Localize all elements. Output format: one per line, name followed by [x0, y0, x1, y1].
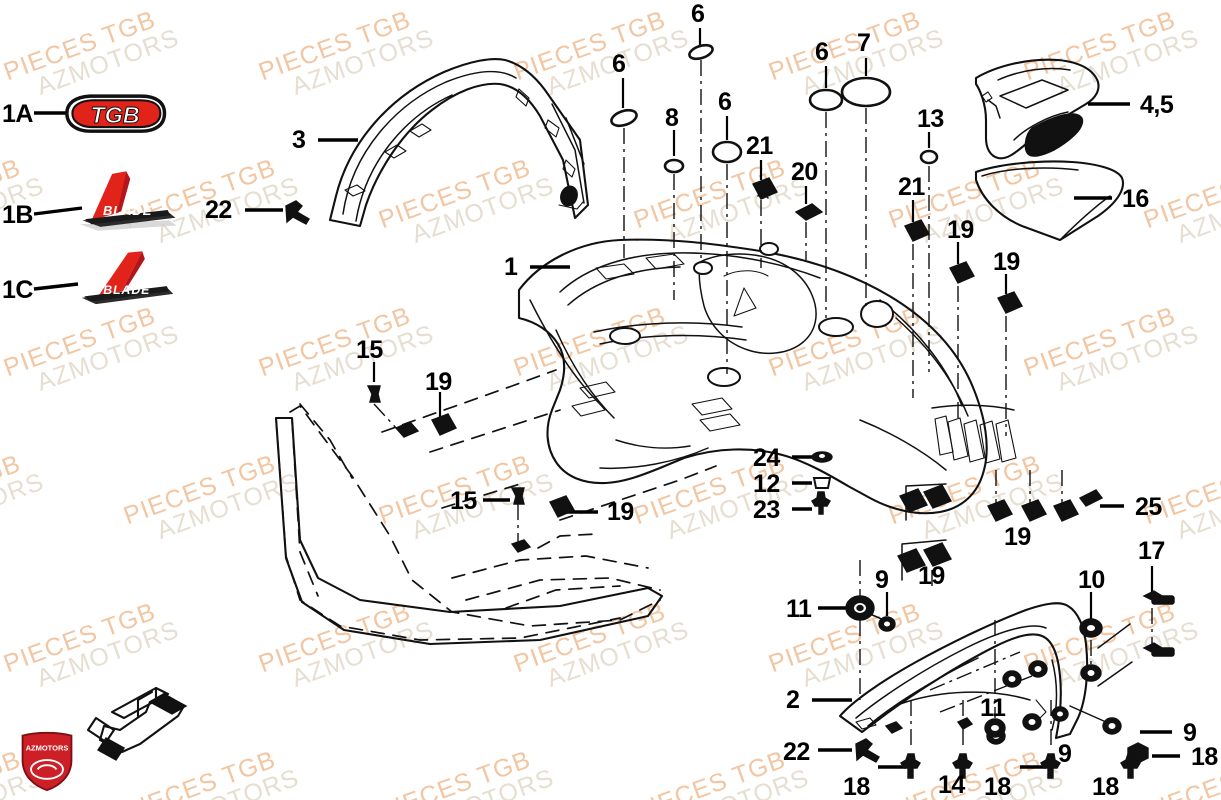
callout-2[interactable]: 2: [786, 686, 800, 714]
callout-19[interactable]: 19: [425, 368, 452, 396]
callout-18[interactable]: 18: [984, 773, 1011, 800]
part-22-screw-upper: [245, 200, 310, 225]
callout-15[interactable]: 15: [450, 487, 477, 515]
callout-11[interactable]: 11: [786, 595, 812, 623]
callout-1[interactable]: 1: [504, 253, 518, 281]
azmotors-shield-logo: AZMOTORS: [18, 730, 76, 792]
callout-8[interactable]: 8: [665, 104, 679, 132]
callout-12[interactable]: 12: [753, 470, 780, 498]
blade-decal-right-text: BLADE: [103, 283, 150, 297]
part-4-5-grille-panel: [974, 58, 1130, 160]
blade-decal-left-text: BLADE: [103, 203, 152, 218]
callout-6[interactable]: 6: [815, 38, 829, 66]
callout-17[interactable]: 17: [1138, 537, 1165, 565]
callout-6[interactable]: 6: [691, 0, 705, 28]
callout-6[interactable]: 6: [612, 50, 626, 78]
callout-14[interactable]: 14: [938, 771, 965, 799]
callout-1B[interactable]: 1B: [2, 201, 33, 229]
callout-22[interactable]: 22: [205, 196, 232, 224]
callout-19[interactable]: 19: [947, 216, 974, 244]
callout-24[interactable]: 24: [753, 444, 780, 472]
callout-9[interactable]: 9: [1183, 719, 1197, 747]
callout-18[interactable]: 18: [1191, 743, 1218, 771]
callout-16[interactable]: 16: [1122, 185, 1149, 213]
callout-19[interactable]: 19: [607, 498, 634, 526]
fender-ghost-outline: [274, 369, 717, 646]
callout-25[interactable]: 25: [1135, 493, 1162, 521]
callout-20[interactable]: 20: [791, 158, 818, 186]
blade-decal-right: BLADE: [66, 250, 176, 308]
bottom-left-bracket: [86, 686, 188, 761]
blade-decal-left: BLADE: [72, 170, 182, 232]
tgb-decal-text: TGB: [90, 102, 139, 128]
callout-21[interactable]: 21: [746, 132, 773, 160]
callout-11[interactable]: 11: [980, 694, 1006, 722]
callout-1C[interactable]: 1C: [2, 276, 33, 304]
callout-15[interactable]: 15: [356, 336, 383, 364]
tgb-decal: TGB: [60, 92, 170, 136]
callout-19[interactable]: 19: [993, 248, 1020, 276]
callout-19[interactable]: 19: [918, 562, 945, 590]
azmotors-shield-text: AZMOTORS: [26, 744, 69, 753]
callout-4-5[interactable]: 4,5: [1140, 91, 1174, 119]
part-16-side-trim: [974, 160, 1124, 242]
callout-22[interactable]: 22: [783, 738, 810, 766]
callout-3[interactable]: 3: [292, 126, 306, 154]
callout-9[interactable]: 9: [875, 566, 889, 594]
callout-13[interactable]: 13: [917, 105, 944, 133]
part-2-mud-flap: [812, 602, 1089, 740]
callout-23[interactable]: 23: [753, 496, 780, 524]
callout-18[interactable]: 18: [1092, 773, 1119, 800]
callout-7[interactable]: 7: [857, 29, 871, 57]
hardware-callouts: [366, 28, 1180, 779]
part-1-main-fender: [517, 238, 1017, 515]
callout-6[interactable]: 6: [718, 88, 732, 116]
callout-18[interactable]: 18: [843, 773, 870, 800]
callout-21[interactable]: 21: [898, 173, 925, 201]
callout-10[interactable]: 10: [1078, 566, 1105, 594]
callout-19[interactable]: 19: [1004, 523, 1031, 551]
callout-1A[interactable]: 1A: [2, 100, 33, 128]
part-3-fender-arch-trim: [318, 58, 590, 228]
callout-9[interactable]: 9: [1058, 740, 1072, 768]
